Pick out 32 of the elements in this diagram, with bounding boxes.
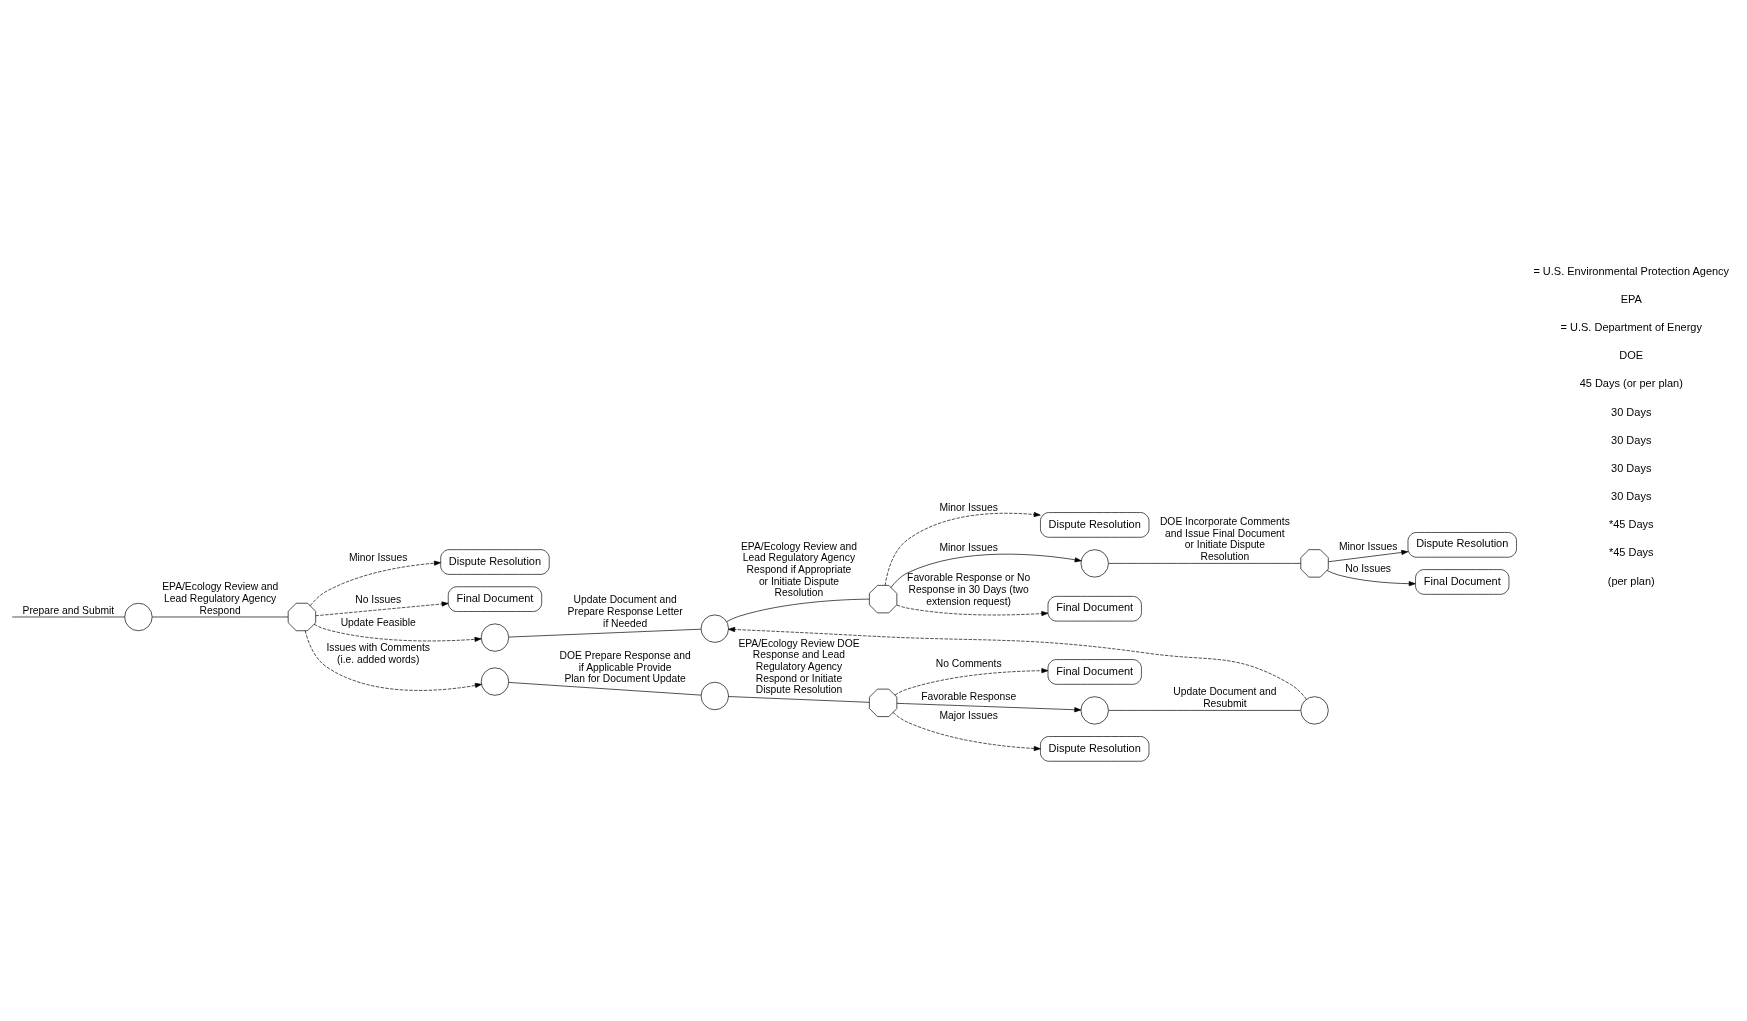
edge-label: Update Document and Resubmit — [1173, 686, 1277, 709]
label: DOE — [1619, 349, 1644, 362]
edge-label: Update Document and Prepare Response Letter if Needed — [567, 594, 683, 629]
edge-label: Prepare and Submit — [22, 604, 115, 616]
edge-label: Major Issues — [939, 709, 998, 721]
edge-label: No Issues — [355, 593, 402, 605]
label: *45 Days — [1608, 518, 1654, 531]
edge-label: Update Feasible — [340, 616, 416, 628]
label: = U.S. Environmental Protection Agency — [1533, 264, 1730, 277]
label: (per plan) — [1607, 574, 1655, 587]
label: = U.S. Department of Energy — [1560, 321, 1702, 334]
edge-label: EPA/Ecology Review and Lead Regulatory Agency Respond — [162, 581, 279, 616]
edge-label: Issues with Comments (i.e. added words) — [326, 642, 430, 666]
edge-label: DOE Incorporate Comments and Issue Final Document or Initiate Dispute Resolution — [1159, 515, 1290, 562]
edge-label: Favorable Response — [921, 691, 1017, 703]
label: 30 Days — [1611, 461, 1652, 474]
label: *45 Days — [1608, 546, 1654, 559]
edge-label: Minor Issues — [939, 501, 998, 513]
edge-label: No Issues — [1345, 562, 1392, 574]
edge-label: EPA/Ecology Review and Lead Regulatory Agency Respond if Appropriate or Initiate Dispute Resolution — [740, 540, 857, 599]
label: 30 Days — [1611, 490, 1652, 503]
edge-label: No Comments — [935, 658, 1002, 670]
edge-label: EPA/Ecology Review DOE Response and Lead Regulatory Agency Respond or Initiate Dispute Resolution — [738, 637, 860, 696]
edge-label: Minor Issues — [939, 542, 998, 554]
edge-label: Minor Issues — [348, 551, 408, 563]
label: EPA — [1620, 292, 1642, 305]
edge-label: Minor Issues — [1338, 540, 1398, 552]
edge-label: DOE Prepare Response and if Applicable Provide Plan for Document Update — [559, 649, 691, 685]
label: 45 Days (or per plan) — [1579, 377, 1683, 390]
label: 30 Days — [1611, 405, 1652, 418]
label: 30 Days — [1611, 433, 1652, 446]
edge-label: Favorable Response or No Response in 30 Days (two extension request) — [907, 572, 1031, 607]
